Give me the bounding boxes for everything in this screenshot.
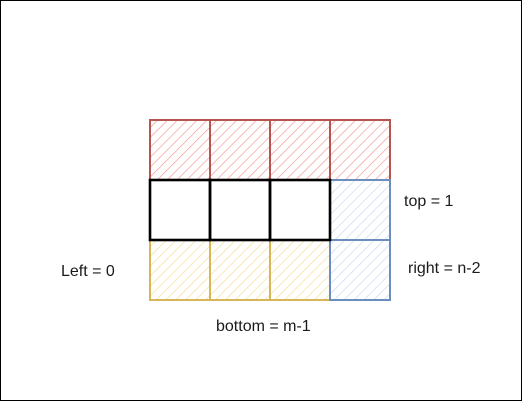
top-boundary-label: top = 1 xyxy=(404,193,454,210)
cell-0-2 xyxy=(269,119,331,181)
cell-0-1 xyxy=(209,119,271,181)
cell-1-1 xyxy=(208,178,272,242)
right-column-cells xyxy=(329,179,391,301)
cell-0-0 xyxy=(149,119,211,181)
middle-row-cells xyxy=(148,178,332,242)
cell-1-2 xyxy=(268,178,332,242)
cell-2-0 xyxy=(149,239,211,301)
left-boundary-label: Left = 0 xyxy=(61,263,115,280)
cell-1-3 xyxy=(329,179,391,241)
right-boundary-label: right = n-2 xyxy=(408,260,481,277)
bottom-boundary-label: bottom = m-1 xyxy=(216,318,311,335)
cell-0-3 xyxy=(329,119,391,181)
top-row-cells xyxy=(149,119,391,181)
bottom-row-cells xyxy=(149,239,331,301)
cell-2-1 xyxy=(209,239,271,301)
cell-2-3 xyxy=(329,239,391,301)
cell-2-2 xyxy=(269,239,331,301)
cell-1-0 xyxy=(148,178,212,242)
